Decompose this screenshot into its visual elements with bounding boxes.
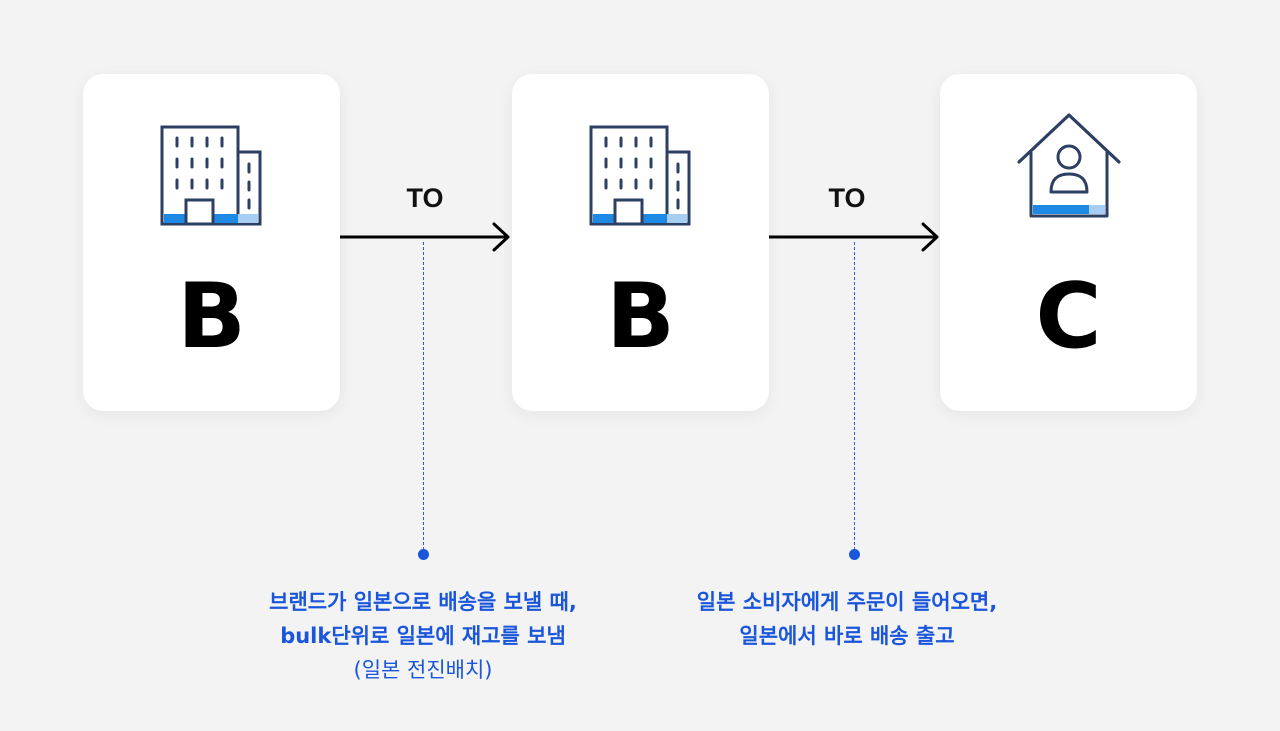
node-letter: B xyxy=(177,264,246,369)
note-line: 브랜드가 일본으로 배송을 보낼 때, xyxy=(269,590,577,614)
dashed-leader-line xyxy=(854,242,855,550)
note-direct-shipping: 일본 소비자에게 주문이 들어오면, 일본에서 바로 배송 출고 xyxy=(637,585,1057,653)
node-card-consumer: C xyxy=(940,74,1197,411)
arrow-right-icon xyxy=(340,222,510,252)
office-building-icon xyxy=(160,124,264,232)
connector-label: TO xyxy=(406,183,444,213)
note-subtitle: (일본 전진배치) xyxy=(353,658,493,682)
note-line: bulk단위로 일본에 재고를 보냄 xyxy=(280,624,566,648)
home-person-icon xyxy=(1015,112,1123,224)
node-card-japan-warehouse: B xyxy=(512,74,769,411)
arrow-right-icon xyxy=(769,222,939,252)
dashed-leader-line xyxy=(423,242,424,550)
node-card-brand-origin: B xyxy=(83,74,340,411)
connector-label: TO xyxy=(828,183,866,213)
note-line: 일본에서 바로 배송 출고 xyxy=(739,624,955,648)
leader-dot xyxy=(849,549,860,560)
note-line: 일본 소비자에게 주문이 들어오면, xyxy=(696,590,998,614)
leader-dot xyxy=(418,549,429,560)
node-letter: B xyxy=(606,264,675,369)
note-stock-forwarding: 브랜드가 일본으로 배송을 보낼 때, bulk단위로 일본에 재고를 보냄 (… xyxy=(213,585,633,687)
office-building-icon xyxy=(589,124,693,232)
node-letter: C xyxy=(1035,264,1102,369)
